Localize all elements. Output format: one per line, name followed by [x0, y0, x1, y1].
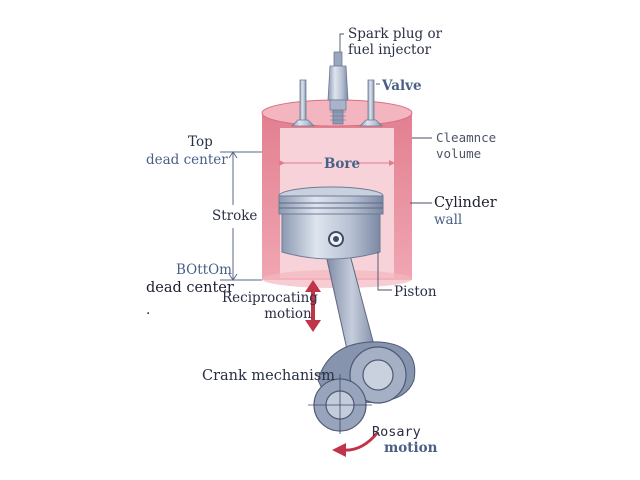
- reciprocating-motion-arrow: [305, 280, 321, 332]
- piston: [278, 186, 384, 260]
- valve-label: Valve: [382, 78, 422, 94]
- spark-plug: [327, 51, 349, 125]
- leader-lines: [316, 33, 432, 375]
- valve-right: [359, 79, 383, 127]
- crank-mechanism-label: Crank mechanism: [202, 368, 336, 384]
- crank: [308, 341, 416, 434]
- bottom-dead-center-label: dead center: [146, 280, 234, 296]
- rotary-motion-label: motion: [384, 440, 438, 456]
- piston-label: Piston: [394, 284, 437, 300]
- top-label: Top: [188, 134, 213, 150]
- cylinder-wall-label: wall: [434, 212, 463, 228]
- bore-label: Bore: [324, 156, 361, 172]
- top-dead-center-label: dead center: [146, 152, 228, 168]
- stroke-dimension: [220, 151, 262, 281]
- stray-dot: .: [146, 302, 151, 318]
- cylinder-label: Cylinder: [434, 195, 497, 211]
- rotary-label: Rosary: [372, 424, 421, 440]
- stroke-label: Stroke: [212, 208, 258, 224]
- clearance-volume-label: Cleamnce volume: [436, 130, 497, 161]
- valve-left: [291, 79, 315, 127]
- reciprocating-motion-label: Reciprocating motion: [222, 290, 318, 322]
- bottom-label: BOttOm: [176, 262, 232, 278]
- spark-plug-label: Spark plug or fuel injector: [348, 26, 443, 58]
